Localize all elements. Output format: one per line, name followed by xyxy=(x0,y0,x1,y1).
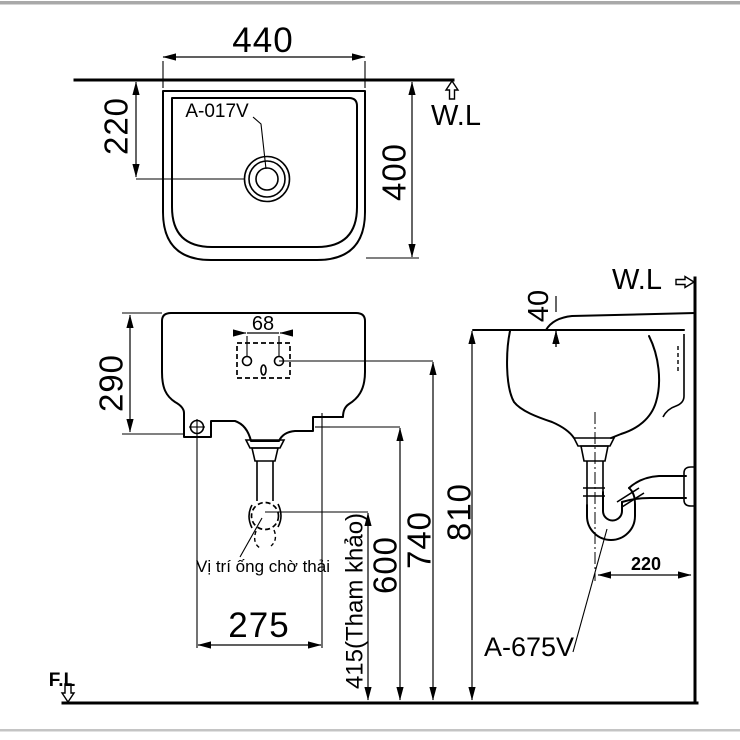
water-line-up-arrow-icon xyxy=(444,79,460,100)
trap-outer-curve xyxy=(586,487,636,541)
sheet-bottom-border xyxy=(0,729,740,732)
trap-model-label: A-675V xyxy=(484,632,574,662)
side-tailpipe xyxy=(586,461,604,505)
waste-height-dimension-label: 415(Tham khảo) xyxy=(341,513,368,689)
floor-line-down-arrow-icon xyxy=(60,683,76,704)
waste-pipe-top xyxy=(628,475,687,489)
side-view: W.L 40 220 A-675V xyxy=(472,264,697,705)
sink-front-outline xyxy=(161,312,366,442)
trap-inner-curve xyxy=(602,491,623,522)
front-drain-nut xyxy=(250,447,280,462)
wall-line-label-side: W.L xyxy=(612,264,662,296)
basin-back-profile xyxy=(610,335,661,439)
top-view: W.L A-017V 440 220 400 xyxy=(73,21,481,261)
drain-leader-line xyxy=(252,116,267,170)
rim-height-dimension-label: 810 xyxy=(441,483,478,541)
front-tailpipe xyxy=(256,461,274,501)
back-rim-top-line xyxy=(545,312,696,331)
width-dimension-label: 440 xyxy=(232,21,293,60)
mounting-hole-left xyxy=(241,355,253,367)
water-line-right-arrow-icon xyxy=(675,275,696,289)
waste-note-leader xyxy=(239,517,263,558)
wall-line-label-top: W.L xyxy=(431,100,481,132)
drain-inner-ring xyxy=(255,167,279,191)
screw-spacing-extension-lines xyxy=(196,413,323,648)
trap-offset-dimension-label: 220 xyxy=(631,554,661,574)
floor: F.L xyxy=(49,670,699,705)
sheet-top-border xyxy=(0,1,740,5)
waste-pipe-bottom xyxy=(621,497,687,503)
front-view: 68 290 Vị trí ống chờ thải 275 xyxy=(93,312,366,649)
sink-plan-inner-outline xyxy=(171,97,358,248)
front-drain-flange xyxy=(244,439,286,449)
trap-side-arcs xyxy=(248,503,282,529)
drain-offset-dimension-label: 220 xyxy=(98,97,135,155)
width-extension-lines xyxy=(162,61,366,88)
height-extension-lines xyxy=(122,312,184,435)
rim-drop-dimension-label: 40 xyxy=(523,290,555,322)
depth-dimension-label: 400 xyxy=(376,143,413,201)
drain-model-label: A-017V xyxy=(185,101,249,122)
sink-plan-outer-outline xyxy=(162,90,366,261)
side-drain-nut xyxy=(580,445,609,462)
hole-spacing-extension-lines xyxy=(246,336,280,356)
basin-front-profile xyxy=(506,330,575,439)
tailpipe-union-nut xyxy=(583,487,605,497)
hole-spacing-dimension-label: 68 xyxy=(252,313,274,335)
trap-leader-line xyxy=(572,528,608,653)
wall-pipe-flange xyxy=(683,466,696,507)
trap-union-nut xyxy=(616,487,645,508)
trap-hidden-arcs xyxy=(253,529,277,549)
install-height-dimensions: 415(Tham khảo) 600 740 810 xyxy=(265,330,478,701)
backsplash-edge xyxy=(662,334,685,418)
hole-height-dimension-label: 740 xyxy=(401,511,438,569)
waste-note-label: Vị trí ống chờ thải xyxy=(196,557,330,576)
mounting-slot xyxy=(260,364,267,376)
drain-middle-ring xyxy=(248,160,286,198)
floor-line-label: F.L xyxy=(49,670,76,691)
mounting-holes-dashed-box xyxy=(236,342,291,379)
drain-outer-ring xyxy=(243,155,291,203)
screw-spacing-dimension-label: 275 xyxy=(228,606,289,645)
waste-stub-dashed-circle xyxy=(250,501,280,531)
side-drain-flange xyxy=(572,437,616,447)
height-dimension-label: 290 xyxy=(93,354,130,412)
bracket-height-dimension-label: 600 xyxy=(367,536,404,594)
